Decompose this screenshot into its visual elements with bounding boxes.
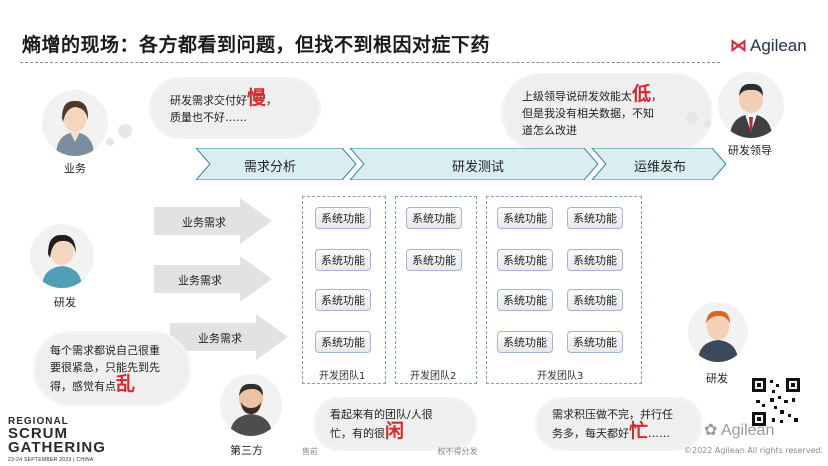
requirement-label: 业务需求 [198,332,242,345]
system-function-box: 系统功能 [315,331,371,353]
wechat-watermark: ✿ Agilean [704,420,774,440]
business-speech-bubble: 研发需求交付好慢， 质量也不好…… [152,80,318,136]
system-function-box: 系统功能 [406,207,462,229]
bubble-text: 但是我没有相关数据，不知 [522,107,654,120]
leader-avatar [718,72,784,138]
developer-right-avatar [688,302,748,362]
bubble-emphasis: 低 [632,83,652,105]
role-label-leader: 研发领导 [728,144,772,157]
rsg-line: GATHERING [8,439,106,456]
stage-dev-test: 研发测试 [452,160,505,175]
bubble-text: 要很紧急，只能先到先 [50,361,160,374]
title-divider [20,62,720,63]
copyright-text: ©2022 Agilean All rights reserved. [684,446,823,455]
role-label-developer-right: 研发 [706,372,728,385]
system-function-box: 系统功能 [315,207,371,229]
developer-left-speech-bubble: 每个需求都说自己很重 要很紧急，只能先到先 得，感觉有点乱 [36,334,188,403]
bubble-tail-dot [704,120,711,127]
bubble-tail-dot [118,124,132,138]
bubble-text: …… [648,427,671,440]
system-function-box: 系统功能 [567,249,623,271]
business-avatar [42,90,108,156]
requirement-arrow: 业务需求 [170,314,288,360]
role-label-developer-left: 研发 [54,296,76,309]
footer-partial-text: 售前 权不得分发 [302,447,478,456]
system-function-box: 系统功能 [315,289,371,311]
rsg-line: SCRUM [8,425,68,442]
bubble-text: 每个需求都说自己很重 [50,344,160,357]
team-label: 开发团队3 [537,371,584,382]
system-function-box: 系统功能 [497,207,553,229]
team-label: 开发团队1 [319,371,366,382]
page-title: 熵增的现场：各方都看到问题，但找不到根因对症下药 [22,34,491,56]
bubble-text: 道怎么改进 [522,124,577,137]
bubble-emphasis: 慢 [247,87,267,109]
logo-text: Agilean [750,36,807,55]
stage-requirement-analysis: 需求分析 [244,160,297,175]
bubble-text: ， [651,90,663,103]
bubble-text: 研发需求交付好 [170,94,247,107]
rsg-date: 23-24 SEPTEMBER 2023 | CHINA [8,457,94,463]
role-label-third-party: 第三方 [230,444,263,457]
bubble-text: 需求积压做不完，并行任 [552,408,673,421]
requirement-arrow: 业务需求 [154,198,272,244]
bubble-tail-dot [686,112,698,124]
team-label: 开发团队2 [410,371,457,382]
bubble-text: 务多，每天都好 [552,427,629,440]
system-function-box: 系统功能 [567,207,623,229]
wechat-icon: ✿ [704,422,721,439]
system-function-box: 系统功能 [567,289,623,311]
developer-left-avatar [30,224,94,288]
bubble-emphasis: 闲 [385,420,405,442]
requirement-label: 业务需求 [178,274,222,287]
system-function-box: 系统功能 [315,249,371,271]
bubble-text: 质量也不好…… [170,111,247,124]
requirement-label: 业务需求 [182,216,226,229]
third-party-speech-bubble: 看起来有的团队/人很 忙，有的很闲 [316,400,474,448]
stage-ops-release: 运维发布 [634,160,687,175]
third-party-avatar [220,374,282,436]
agilean-logo: ⋈Agilean [730,36,807,56]
wechat-text: Agilean [720,422,775,439]
system-function-box: 系统功能 [567,331,623,353]
requirement-arrow: 业务需求 [154,256,272,302]
system-function-box: 系统功能 [406,249,462,271]
developer-right-speech-bubble: 需求积压做不完，并行任 务多，每天都好忙…… [538,400,700,448]
bubble-text: 看起来有的团队/人很 [330,408,433,421]
rsg-line: REGIONAL [8,416,69,427]
bubble-emphasis: 乱 [116,373,136,395]
leader-speech-bubble: 上级领导说研发效能太低， 但是我没有相关数据，不知 道怎么改进 [504,76,710,149]
bubble-text: 忙，有的很 [330,427,385,440]
process-stages: 需求分析 研发测试 运维发布 [196,148,736,180]
role-label-business: 业务 [64,162,86,175]
bubble-text: 上级领导说研发效能太 [522,90,632,103]
qr-code [750,376,802,428]
agilean-logo-icon: ⋈ [730,36,747,55]
bubble-text: ， [266,94,278,107]
system-function-box: 系统功能 [497,249,553,271]
dev-team-2: 系统功能 系统功能 开发团队2 [395,196,477,384]
dev-team-3: 系统功能 系统功能 系统功能 系统功能 系统功能 系统功能 系统功能 系统功能 … [486,196,642,384]
system-function-box: 系统功能 [497,331,553,353]
dev-team-1: 系统功能 系统功能 系统功能 系统功能 开发团队1 [302,196,386,384]
bubble-tail-dot [106,138,114,146]
bubble-text: 得，感觉有点 [50,380,116,393]
regional-scrum-gathering-logo: REGIONAL SCRUM GATHERING 23-24 SEPTEMBER… [8,416,106,463]
bubble-emphasis: 忙 [629,420,649,442]
system-function-box: 系统功能 [497,289,553,311]
